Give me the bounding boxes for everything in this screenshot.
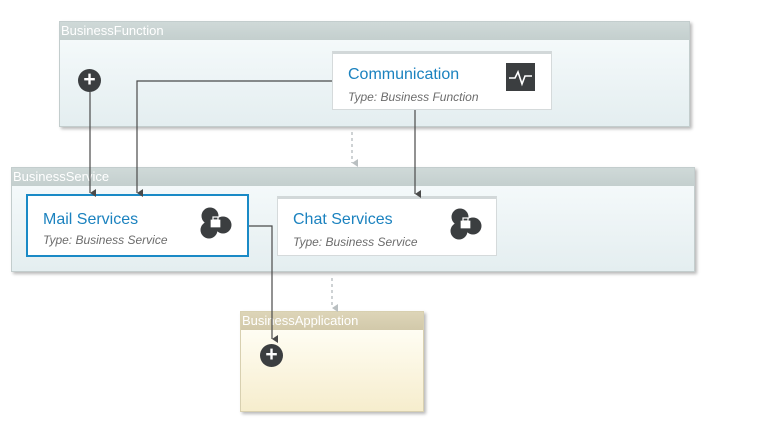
node-type: Type: Business Service: [43, 233, 168, 247]
node-title: Mail Services: [43, 211, 139, 228]
lane-title: BusinessService: [12, 168, 694, 186]
node-title: Communication: [348, 66, 460, 83]
business-service-icon: [450, 208, 482, 240]
add-button[interactable]: +: [78, 69, 101, 92]
business-function-icon: [506, 63, 535, 91]
add-button[interactable]: +: [260, 344, 283, 367]
lane-title: BusinessFunction: [60, 22, 689, 40]
lane-body: [241, 330, 423, 411]
lane-title: BusinessApplication: [241, 312, 423, 330]
business-service-icon: [200, 207, 232, 239]
lane-business-application[interactable]: BusinessApplication: [240, 311, 424, 412]
node-type: Type: Business Function: [348, 90, 479, 104]
node-communication[interactable]: Communication Type: Business Function: [332, 51, 552, 110]
node-mail-services[interactable]: Mail Services Type: Business Service: [26, 194, 249, 257]
node-chat-services[interactable]: Chat Services Type: Business Service: [277, 196, 497, 256]
node-title: Chat Services: [293, 211, 393, 228]
node-type: Type: Business Service: [293, 235, 418, 249]
